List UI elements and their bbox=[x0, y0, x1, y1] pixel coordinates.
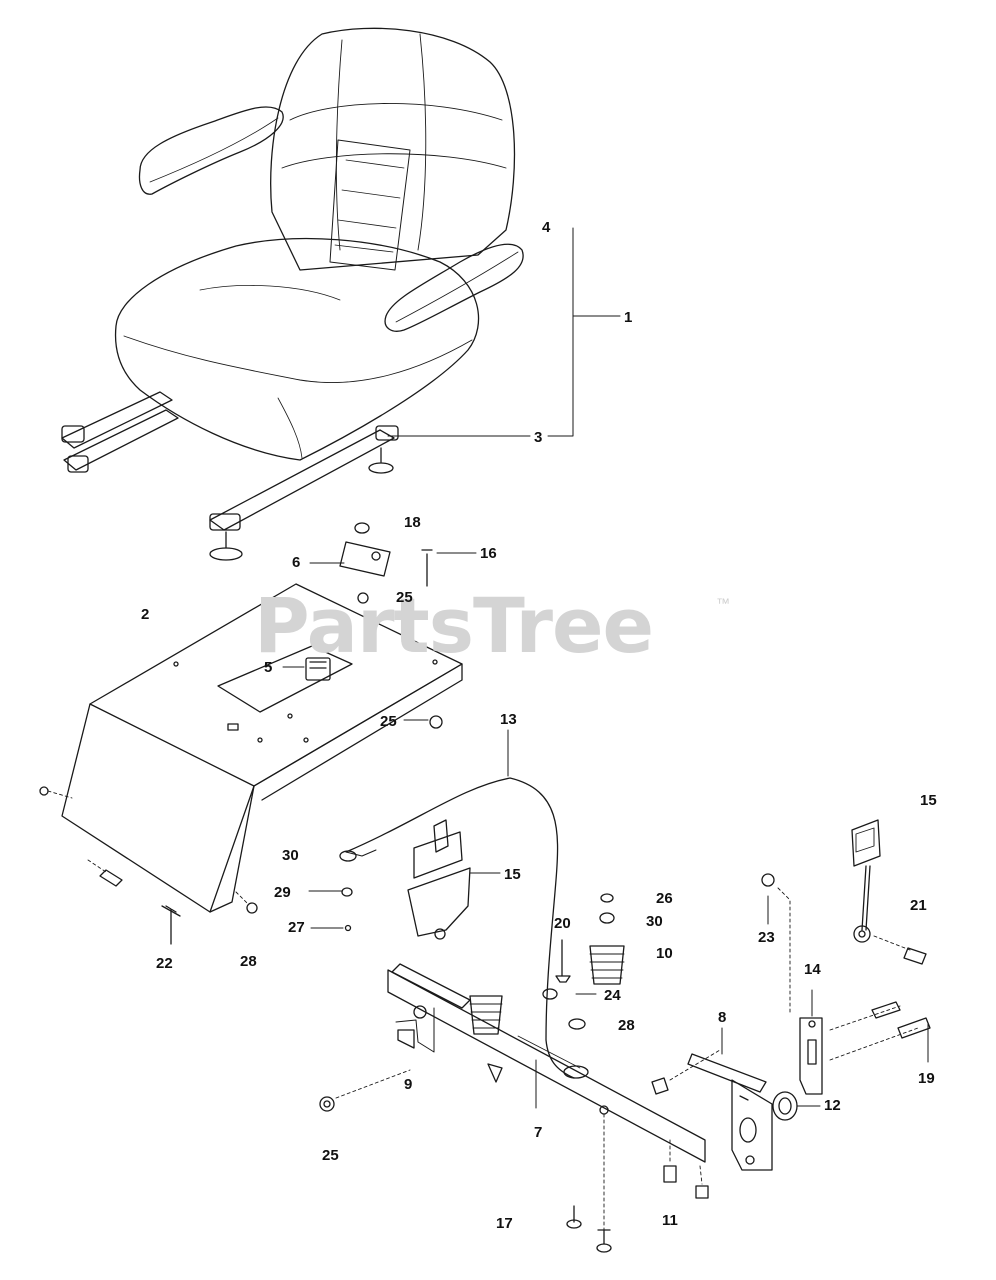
callout-3[interactable]: 3 bbox=[534, 429, 543, 446]
mount-bracket bbox=[761, 873, 931, 1095]
callout-14[interactable]: 14 bbox=[804, 961, 821, 978]
seat-springs bbox=[469, 893, 625, 1035]
seat-assembly bbox=[61, 27, 621, 561]
callout-29[interactable]: 29 bbox=[274, 884, 291, 901]
trademark-symbol: ™ bbox=[716, 595, 730, 611]
seat-left-armrest bbox=[138, 106, 284, 195]
seat-slide-rail-left bbox=[61, 391, 173, 449]
callout-25-lower[interactable]: 25 bbox=[322, 1147, 339, 1164]
callout-2[interactable]: 2 bbox=[141, 606, 150, 623]
callout-18[interactable]: 18 bbox=[404, 514, 421, 531]
callout-5[interactable]: 5 bbox=[264, 659, 273, 676]
seat-plate-hardware bbox=[309, 522, 477, 645]
callout-15-middle[interactable]: 15 bbox=[504, 866, 521, 883]
callout-30-left[interactable]: 30 bbox=[282, 847, 299, 864]
seat-switch-cable bbox=[345, 729, 589, 1079]
callout-10[interactable]: 10 bbox=[656, 945, 673, 962]
callout-28-right[interactable]: 28 bbox=[618, 1017, 635, 1034]
callout-26[interactable]: 26 bbox=[656, 890, 673, 907]
callout-11[interactable]: 11 bbox=[662, 1212, 678, 1229]
callout-19[interactable]: 19 bbox=[918, 1070, 935, 1087]
callout-13[interactable]: 13 bbox=[500, 711, 517, 728]
callout-6[interactable]: 6 bbox=[292, 554, 301, 571]
callout-1[interactable]: 1 bbox=[624, 309, 633, 326]
callout-30-right[interactable]: 30 bbox=[646, 913, 663, 930]
seat-pan bbox=[39, 583, 463, 945]
pivot-bracket bbox=[651, 1027, 821, 1171]
pivot-bar bbox=[387, 963, 706, 1163]
callout-23[interactable]: 23 bbox=[758, 929, 775, 946]
lower-fasteners bbox=[319, 1069, 709, 1253]
seat-backrest bbox=[270, 27, 516, 271]
seat-slide-rail-right bbox=[209, 429, 395, 531]
washer-stack-hardware bbox=[308, 850, 357, 932]
callout-24[interactable]: 24 bbox=[604, 987, 621, 1004]
callout-16[interactable]: 16 bbox=[480, 545, 497, 562]
switch-bracket bbox=[407, 819, 501, 940]
callout-8[interactable]: 8 bbox=[718, 1009, 727, 1026]
callout-15-right[interactable]: 15 bbox=[920, 792, 937, 809]
callout-27[interactable]: 27 bbox=[288, 919, 305, 936]
partstree-watermark: PartsTree bbox=[254, 581, 654, 670]
seat-cushion bbox=[114, 237, 480, 461]
seat-right-armrest bbox=[384, 243, 524, 332]
callout-7[interactable]: 7 bbox=[534, 1124, 543, 1141]
callout-22[interactable]: 22 bbox=[156, 955, 173, 972]
callout-28-left[interactable]: 28 bbox=[240, 953, 257, 970]
callout-17[interactable]: 17 bbox=[496, 1215, 513, 1232]
callout-21[interactable]: 21 bbox=[910, 897, 927, 914]
callout-25-middle[interactable]: 25 bbox=[380, 713, 397, 730]
callout-25-upper[interactable]: 25 bbox=[396, 589, 413, 606]
callout-4[interactable]: 4 bbox=[542, 219, 551, 236]
callout-12[interactable]: 12 bbox=[824, 1097, 841, 1114]
callout-9[interactable]: 9 bbox=[404, 1076, 413, 1093]
callout-20[interactable]: 20 bbox=[554, 915, 571, 932]
switch-harness bbox=[851, 819, 927, 965]
